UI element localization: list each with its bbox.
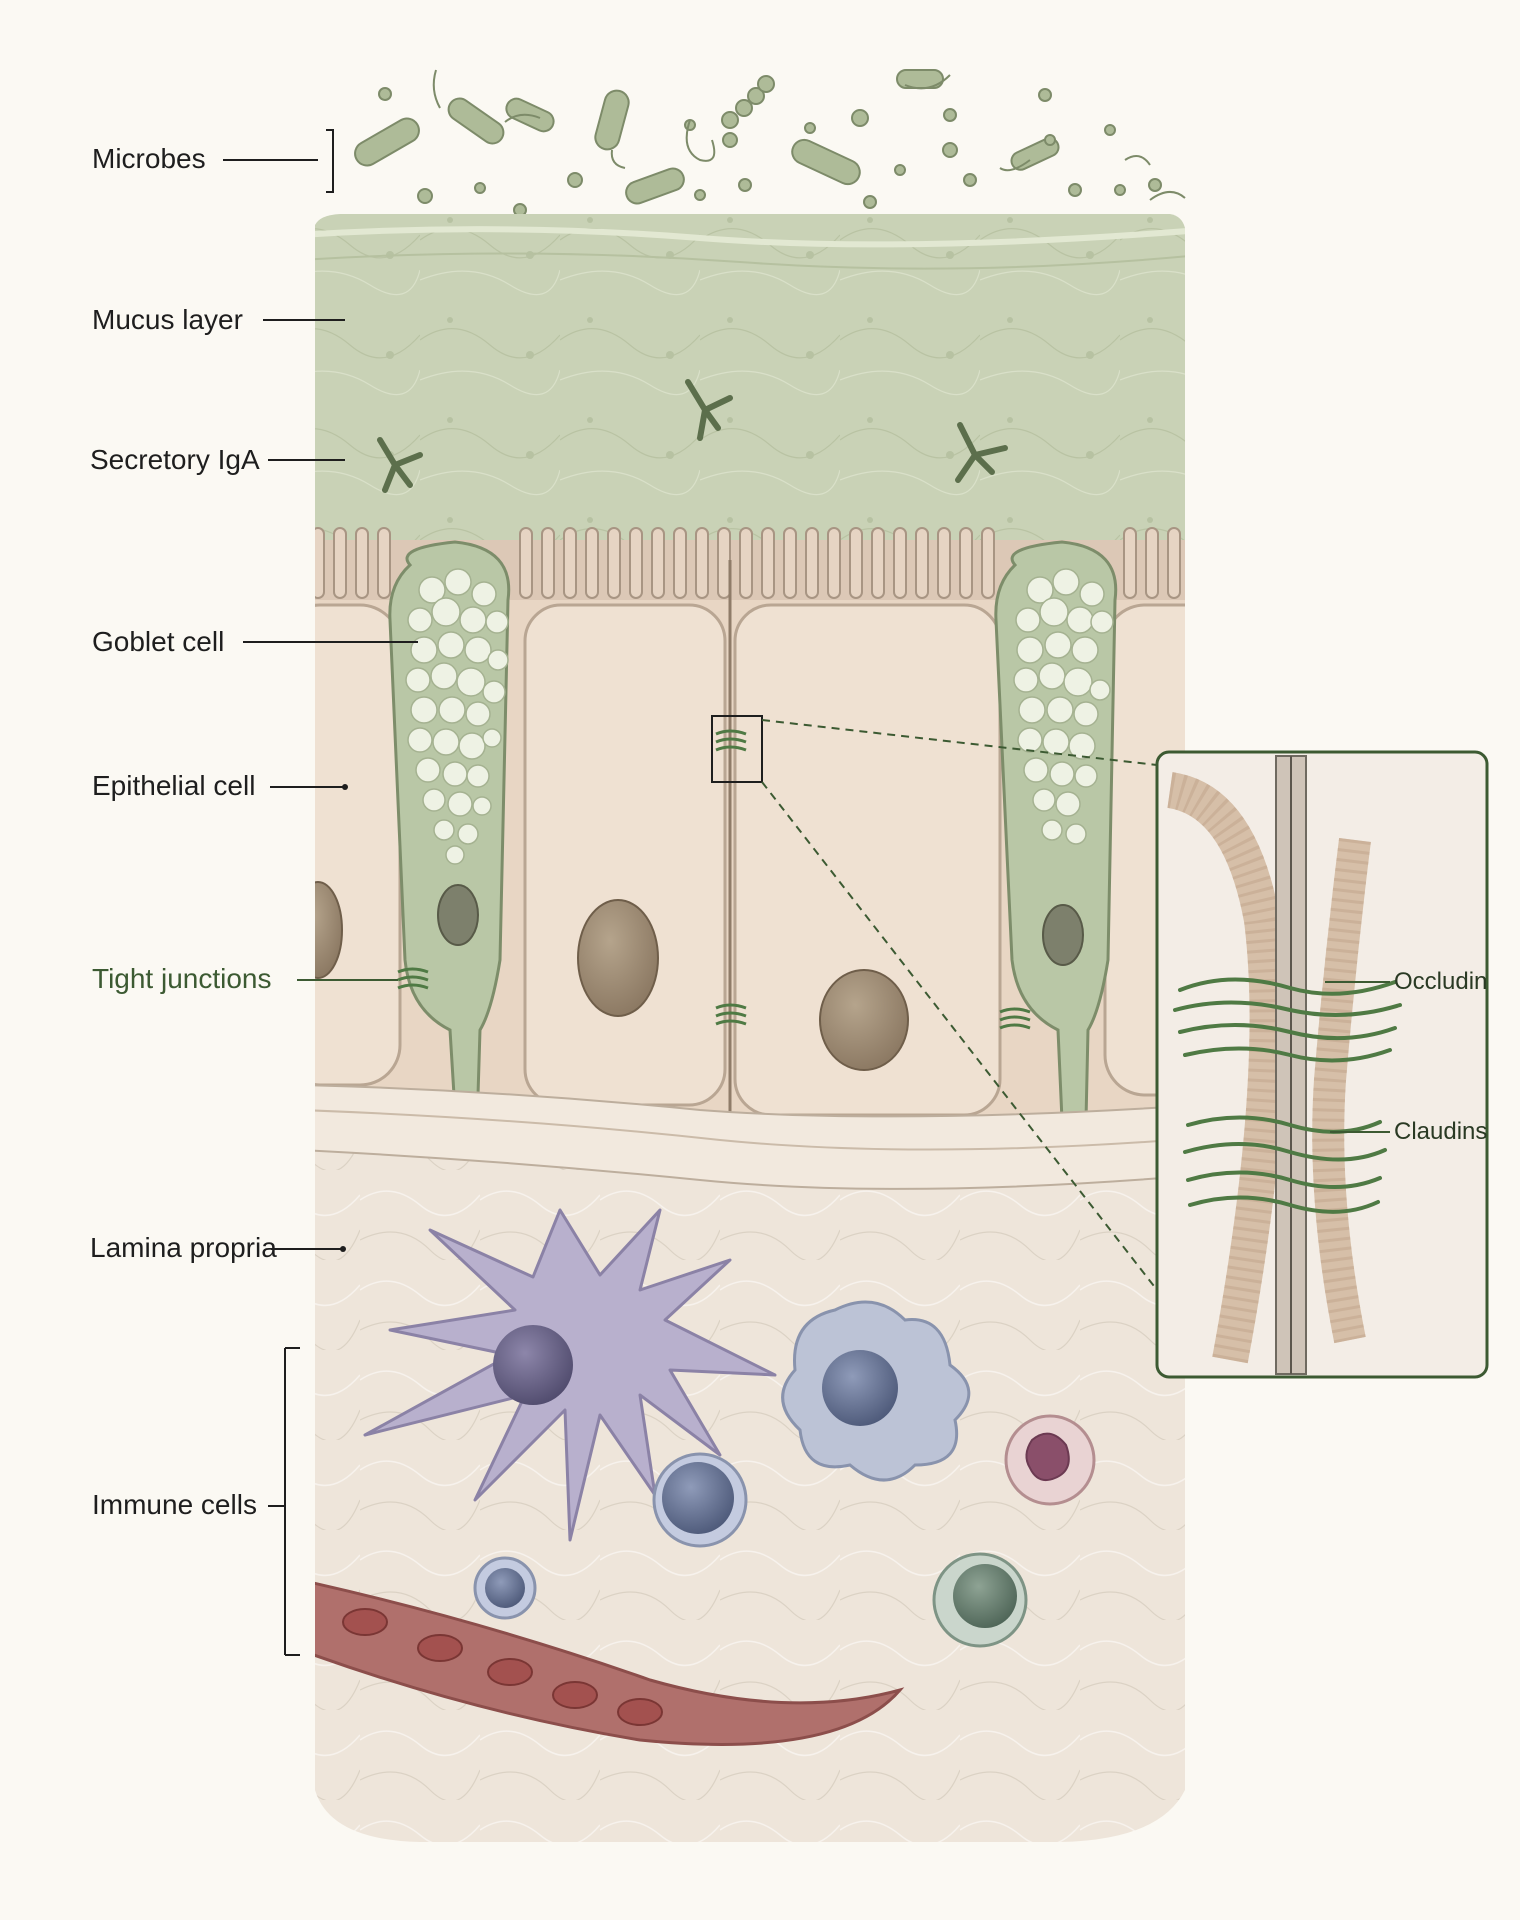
red-blood-cells xyxy=(342,1608,663,1726)
label-mucus-layer: Mucus layer xyxy=(92,304,243,335)
goblet-cell-right xyxy=(994,540,1118,1130)
neutrophil xyxy=(1004,1414,1096,1506)
zoom-line-bottom xyxy=(761,781,1158,1291)
microbe-flagella xyxy=(432,69,1186,201)
label-goblet-cell: Goblet cell xyxy=(92,626,225,657)
tissue xyxy=(315,214,1185,1842)
label-occludin: Occludin xyxy=(1394,968,1488,995)
monocyte xyxy=(932,1552,1028,1648)
tight-junctions xyxy=(397,729,1031,1030)
goblet-cell-left xyxy=(388,540,511,1104)
label-immune-cells: Immune cells xyxy=(92,1489,257,1520)
epithelial-cell xyxy=(523,603,727,1107)
blood-vessel xyxy=(315,1578,905,1746)
label-secretory-iga: Secretory IgA xyxy=(90,444,260,475)
label-lamina-propria: Lamina propria xyxy=(90,1232,277,1263)
lymphocyte xyxy=(652,1452,748,1548)
lamina-propria-marker xyxy=(340,1246,346,1252)
label-claudins: Claudins xyxy=(1394,1118,1488,1145)
epithelial-cell-marker xyxy=(342,784,348,790)
epithelial-cells xyxy=(315,603,1185,1117)
basement-membrane xyxy=(315,1083,1185,1190)
zoom-line-top xyxy=(761,719,1158,766)
label-tight-junctions: Tight junctions xyxy=(92,963,272,994)
zoom-box xyxy=(711,715,763,783)
microvilli xyxy=(315,527,1181,599)
nuclei xyxy=(315,881,909,1071)
microbes-group xyxy=(354,69,1162,217)
dendritic-cell xyxy=(363,1208,777,1542)
small-lymphocyte xyxy=(473,1556,537,1620)
secretory-iga-group xyxy=(377,379,1008,493)
leader-lines xyxy=(223,129,418,1656)
tight-junction-inset xyxy=(1155,750,1489,1379)
macrophage xyxy=(781,1300,971,1482)
label-epithelial-cell: Epithelial cell xyxy=(92,770,256,801)
label-microbes: Microbes xyxy=(92,143,206,174)
